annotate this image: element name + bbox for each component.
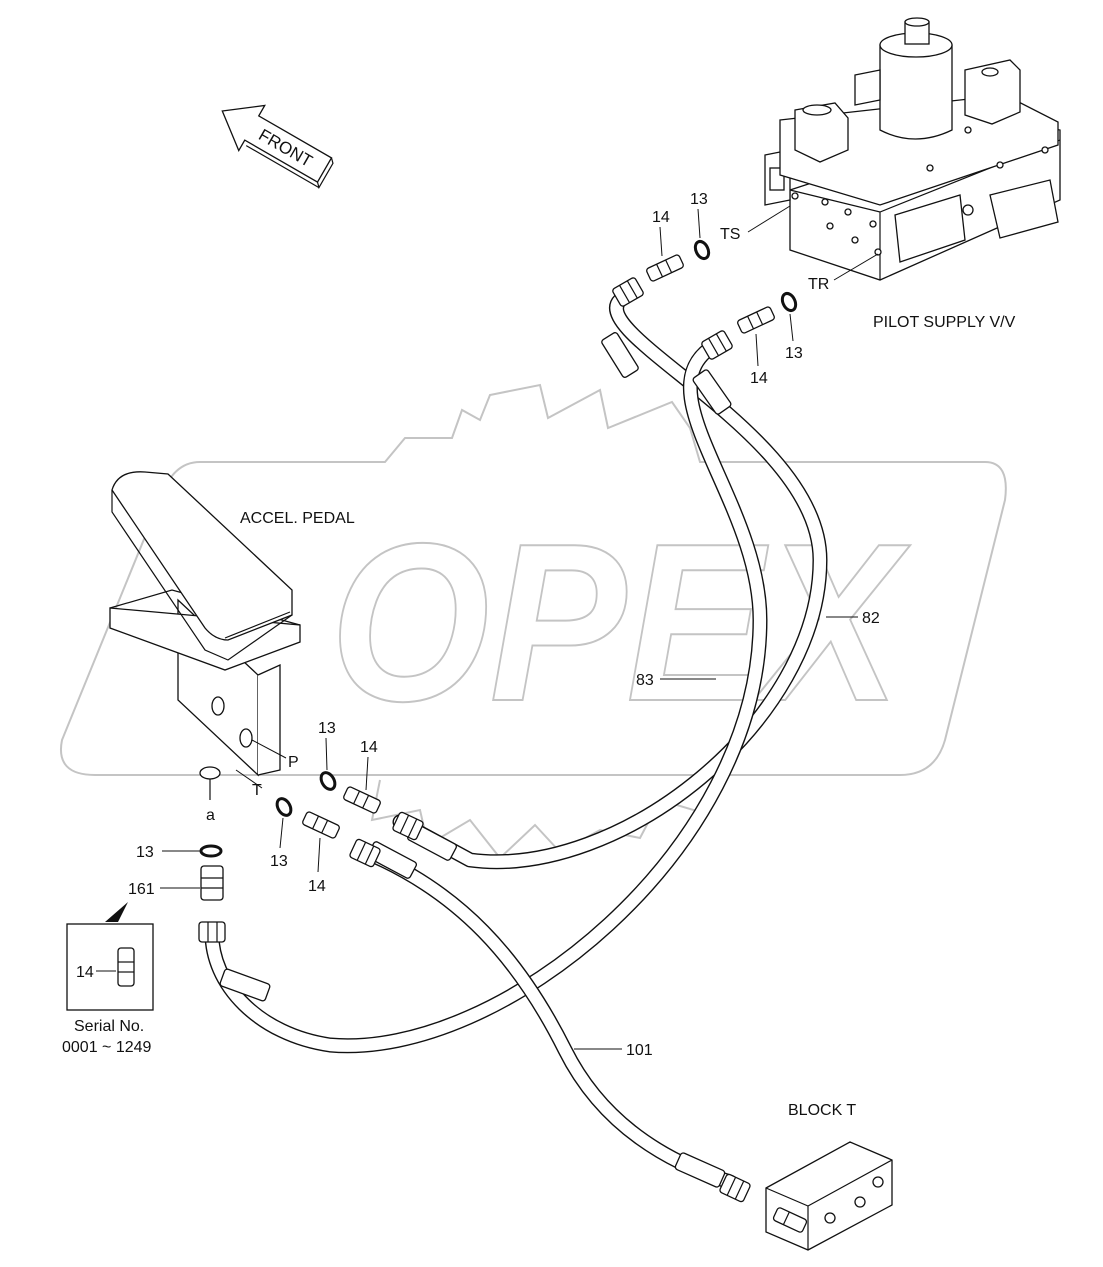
port-p-label: P <box>288 754 299 771</box>
callout-13-a: 13 <box>136 844 154 861</box>
serial-inset: 14 <box>66 902 154 1011</box>
callout-13-ts: 13 <box>690 191 708 208</box>
hose-101 <box>352 842 738 1190</box>
fitting-14-ts <box>646 254 684 282</box>
callout-14-ts: 14 <box>652 209 670 226</box>
callout-82: 82 <box>862 610 880 627</box>
oring-13-p <box>319 771 337 791</box>
accel-pedal <box>109 471 301 800</box>
serial-label: Serial No. <box>74 1018 144 1035</box>
front-arrow: FRONT <box>221 104 334 190</box>
block-t <box>765 1141 893 1251</box>
callout-13-p: 13 <box>318 720 336 737</box>
accel-pedal-label: ACCEL. PEDAL <box>240 510 355 527</box>
callout-83: 83 <box>636 672 654 689</box>
hose-nuts <box>198 277 751 1203</box>
fitting-14-t <box>302 811 340 839</box>
block-t-label: BLOCK T <box>788 1102 856 1119</box>
oring-13-t <box>275 797 293 817</box>
callout-13-tr: 13 <box>785 345 803 362</box>
callout-14-t: 14 <box>308 878 326 895</box>
fitting-14-inset <box>117 947 135 987</box>
fitting-14-p <box>343 786 381 814</box>
pilot-supply-valve <box>764 17 1061 281</box>
callout-101: 101 <box>626 1042 653 1059</box>
fitting-14-tr <box>737 306 775 334</box>
port-t-label: T <box>252 782 262 799</box>
oring-13-a <box>199 844 223 858</box>
callout-14-p: 14 <box>360 739 378 756</box>
callout-161: 161 <box>128 881 155 898</box>
hose-83 <box>204 337 768 1054</box>
pilot-supply-label: PILOT SUPPLY V/V <box>873 314 1016 331</box>
callout-14-tr: 14 <box>750 370 768 387</box>
serial-range: 0001 ~ 1249 <box>62 1039 152 1056</box>
oring-13-ts <box>693 239 711 261</box>
oring-13-tr <box>780 291 798 313</box>
hose-82 <box>392 292 828 870</box>
port-a-label: a <box>206 807 215 824</box>
callout-14-inset: 14 <box>76 964 94 981</box>
port-tr-label: TR <box>808 276 829 293</box>
fitting-161 <box>200 865 224 901</box>
port-ts-label: TS <box>720 226 740 243</box>
callout-13-t: 13 <box>270 853 288 870</box>
